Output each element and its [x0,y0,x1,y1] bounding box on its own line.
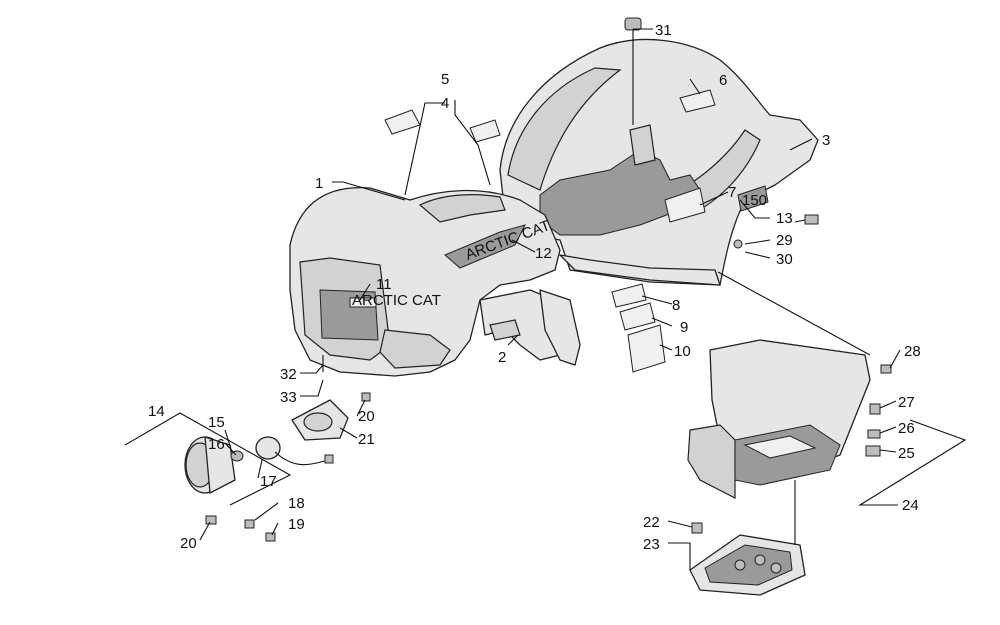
callout-28: 28 [904,343,921,360]
front-fender-panel [479,289,581,366]
leader-lines [124,28,967,570]
decal-10 [627,324,666,373]
callout-27: 27 [898,394,915,411]
side-decal [737,185,769,212]
decals: 150 [384,89,769,373]
hardware [205,17,892,542]
front-body-panel: ARCTIC CAT ARCTIC CAT [289,186,561,377]
grille-badge-text: ARCTIC CAT [352,292,441,309]
decal-9 [619,302,656,331]
callout-12: 12 [535,245,552,262]
side-decal-text: 150 [742,192,767,209]
callout-19: 19 [288,516,305,533]
callout-29: 29 [776,232,793,249]
decal-7 [664,187,706,223]
callout-15: 15 [208,414,225,431]
hood-decal [444,224,526,269]
footwell-panel [687,339,871,499]
decal-6 [679,89,716,113]
callout-3: 3 [822,132,830,149]
callout-labels: 1 2 3 4 5 6 7 8 9 10 11 12 13 14 15 16 1… [148,22,921,553]
headlight-assembly [184,399,349,494]
callout-26: 26 [898,420,915,437]
callout-10: 10 [674,343,691,360]
callout-33: 33 [280,389,297,406]
callout-31: 31 [655,22,672,39]
callout-20-lower: 20 [180,535,197,552]
callout-9: 9 [680,319,688,336]
callout-5: 5 [441,71,449,88]
callout-22: 22 [643,514,660,531]
callout-30: 30 [776,251,793,268]
callout-21: 21 [358,431,375,448]
callout-11: 11 [376,276,392,293]
grille-badge [349,297,377,308]
callout-32: 32 [280,366,297,383]
callout-7: 7 [728,184,736,201]
callout-18: 18 [288,495,305,512]
callout-1: 1 [315,175,323,192]
decal-8 [611,283,647,308]
bulb [230,450,244,462]
callout-6: 6 [719,72,727,89]
decal-4 [384,109,421,135]
callout-24: 24 [902,497,919,514]
callout-13: 13 [776,210,793,227]
callout-16: 16 [208,436,225,453]
callout-23: 23 [643,536,660,553]
socket [255,436,281,460]
callout-8: 8 [672,297,680,314]
callout-4: 4 [441,95,449,112]
rear-body-panel [499,38,819,286]
callout-25: 25 [898,445,915,462]
callout-14: 14 [148,403,165,420]
callout-2: 2 [498,349,506,366]
footrest-plate [689,534,806,596]
callout-20-upper: 20 [358,408,375,425]
callout-17: 17 [260,473,277,490]
decal-5 [469,119,501,143]
